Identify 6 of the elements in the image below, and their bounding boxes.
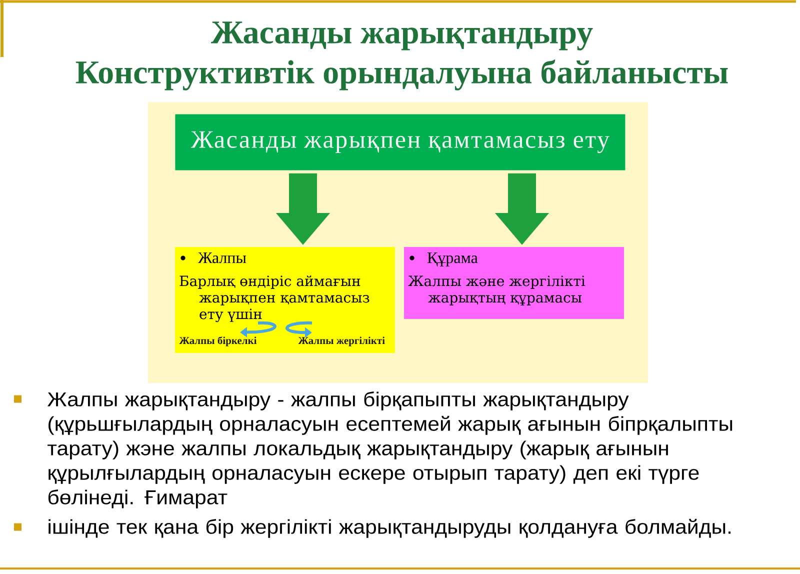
title: Жасанды жарықтандыру Конструктивтік орындалуына байланысты (76, 22, 728, 90)
sub-label: Жалпы біркелкі (179, 336, 257, 346)
sub-label: Жалпы жергілікті (298, 336, 385, 346)
heading-box: Жасанды жарықпен қамтамасыз ету (175, 114, 626, 170)
category-box: Құрама Жалпы және жергілікті жарықтың құрамасы (404, 247, 624, 319)
bullet-paragraph: ішінде тек қана бір жергілікті жарықтандыруды қолдануға болмайды. (48, 518, 731, 538)
